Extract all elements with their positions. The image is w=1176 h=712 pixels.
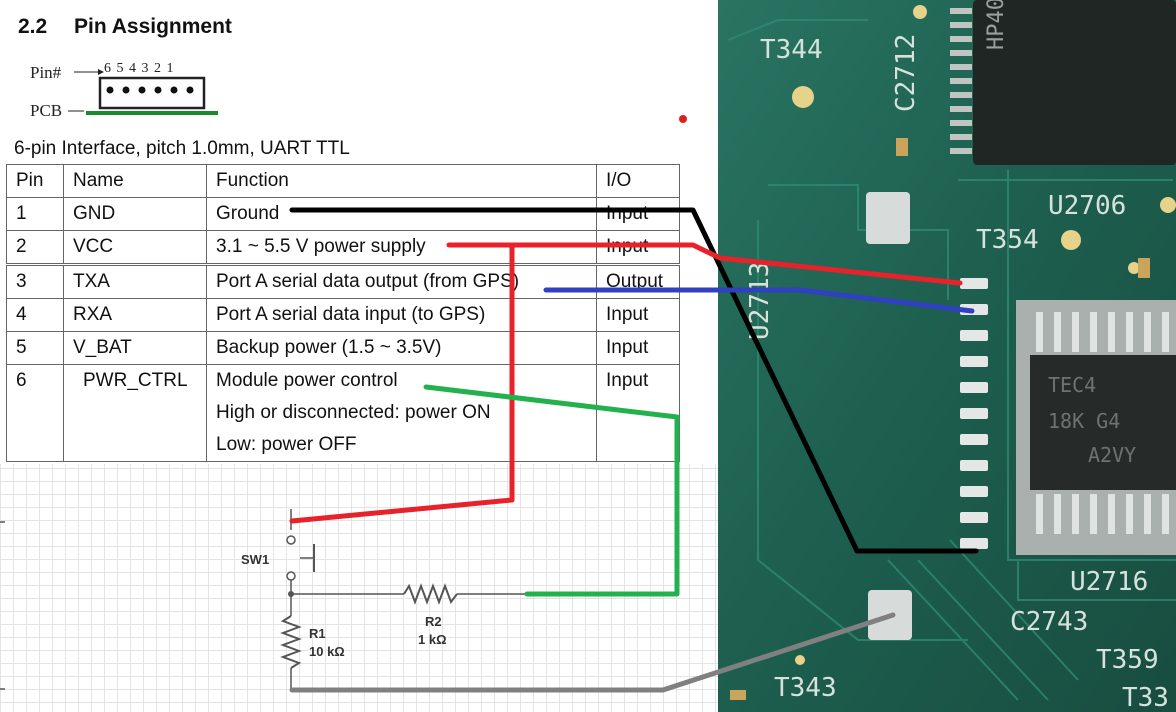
r2-value: 1 kΩ: [418, 632, 447, 647]
r1-name: R1: [309, 626, 326, 641]
cell-function: Backup power (1.5 ~ 3.5V): [206, 331, 597, 365]
switch-terminal: [286, 535, 296, 545]
pin-arrowhead: [98, 69, 104, 75]
datasheet-panel: 2.2 Pin Assignment Pin# 6 5 4 3 2 1 PCB 6…: [0, 15, 718, 712]
cell-pin: 5: [6, 331, 64, 365]
cell-function: Module power control High or disconnecte…: [206, 364, 597, 462]
connector-body: [98, 76, 206, 110]
table-header: Pin Name Function I/O: [6, 164, 680, 198]
cell-function: Ground: [206, 197, 597, 231]
small-components: [730, 138, 1150, 700]
cell-io: Output: [596, 263, 680, 299]
r2-name: R2: [425, 614, 442, 629]
silk-U2706: U2706: [1048, 191, 1126, 221]
header-function: Function: [206, 164, 597, 198]
pcb-label: PCB: [30, 101, 63, 120]
sw1-label: SW1: [241, 552, 269, 567]
cell-function: Port A serial data output (from GPS): [206, 263, 597, 299]
silk-T359: T359: [1096, 645, 1159, 675]
header-io: I/O: [596, 164, 680, 198]
r2-resistor: [403, 583, 458, 605]
header-pin: Pin: [6, 164, 64, 198]
silk-C2743: C2743: [1010, 607, 1088, 637]
pin-label: Pin#: [30, 63, 62, 82]
cell-name: V_BAT: [63, 331, 207, 365]
switch-terminal: [286, 571, 296, 581]
cell-name: TXA: [63, 263, 207, 299]
cell-function: 3.1 ~ 5.5 V power supply: [206, 230, 597, 265]
cell-function: Port A serial data input (to GPS): [206, 298, 597, 332]
cell-pin: 1: [6, 197, 64, 231]
cell-io: Input: [596, 298, 680, 332]
red-dot: [679, 115, 687, 123]
silk-T33: T33: [1122, 683, 1169, 712]
pin-table: Pin Name Function I/O 1 GND Ground Input…: [6, 164, 680, 462]
pcb-photo: HP40 J7KG TEC4 18K G4 A2VY: [718, 0, 1176, 712]
cell-name: RXA: [63, 298, 207, 332]
section-number: 2.2: [18, 15, 48, 38]
table-row: 6 PWR_CTRL Module power control High or …: [6, 364, 680, 462]
chip-marking-line: TEC4: [1048, 373, 1096, 397]
cell-io: Input: [596, 331, 680, 365]
silk-C2712: C2712: [891, 34, 921, 112]
chip-marking-line: 18K G4: [1048, 409, 1120, 433]
header-name: Name: [63, 164, 207, 198]
cell-io: Input: [596, 197, 680, 231]
table-row: 4 RXA Port A serial data input (to GPS) …: [6, 298, 680, 332]
section-heading: 2.2 Pin Assignment: [18, 15, 232, 39]
connector-pins: [106, 86, 194, 94]
ic-upper: HP40 J7KG: [950, 0, 1176, 165]
pcb-illustration: HP40 J7KG TEC4 18K G4 A2VY: [718, 0, 1176, 712]
cell-pin: 6: [6, 364, 64, 462]
test-pad-lower: [868, 590, 912, 640]
table-row: 3 TXA Port A serial data output (from GP…: [6, 263, 680, 299]
chip-marking-upper: HP40 J7KG: [984, 0, 1009, 50]
table-row: 2 VCC 3.1 ~ 5.5 V power supply Input: [6, 230, 680, 265]
test-pad-upper: [866, 192, 910, 244]
silk-U2716: U2716: [1070, 567, 1148, 597]
r1-resistor: [280, 615, 302, 669]
function-line: Low: power OFF: [216, 434, 357, 455]
section-title: Pin Assignment: [74, 15, 232, 38]
cell-pin: 2: [6, 230, 64, 265]
schematic: SW1 R1 10 kΩ R2 1 kΩ: [0, 509, 526, 690]
chip-marking-line: A2VY: [1088, 443, 1136, 467]
pin-numbers: 6 5 4 3 2 1: [104, 61, 174, 76]
cell-pin: 3: [6, 263, 64, 299]
r1-value: 10 kΩ: [309, 644, 345, 659]
cell-name: PWR_CTRL: [63, 364, 207, 462]
silk-T354: T354: [976, 225, 1039, 255]
silk-U2713: U2713: [745, 262, 775, 340]
cell-name: VCC: [63, 230, 207, 265]
cell-pin: 4: [6, 298, 64, 332]
silk-T343: T343: [774, 673, 837, 703]
cell-io: Input: [596, 230, 680, 265]
silk-T344: T344: [760, 35, 823, 65]
table-row: 1 GND Ground Input: [6, 197, 680, 231]
ic-lower: TEC4 18K G4 A2VY: [1016, 300, 1176, 555]
cell-io: Input: [596, 364, 680, 462]
table-row: 5 V_BAT Backup power (1.5 ~ 3.5V) Input: [6, 331, 680, 365]
function-line: Module power control: [216, 370, 398, 391]
cell-name: GND: [63, 197, 207, 231]
connector-drawing: [68, 69, 687, 123]
table-caption: 6-pin Interface, pitch 1.0mm, UART TTL: [14, 138, 350, 159]
junction-dot: [288, 591, 294, 597]
function-line: High or disconnected: power ON: [216, 402, 491, 423]
